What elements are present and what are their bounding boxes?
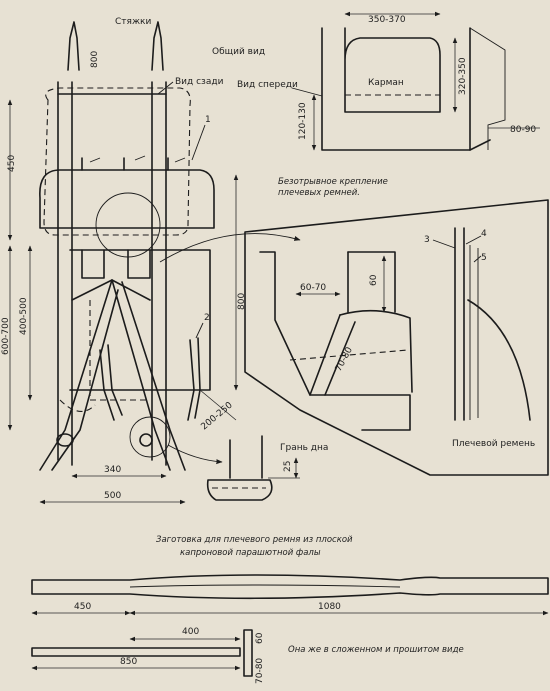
dim-600-700: 600-700 (1, 317, 11, 355)
callout-3: 3 (424, 235, 430, 245)
caption-zagotovka-line2: капроновой парашютной фалы (180, 548, 321, 558)
callout-4: 4 (481, 229, 487, 239)
label-styazhki: Стяжки (115, 17, 151, 27)
dim-60-70: 60-70 (300, 283, 326, 293)
dim-80-90: 80-90 (510, 125, 536, 135)
label-gran-dna: Грань дна (280, 443, 328, 453)
dim-340: 340 (104, 465, 121, 475)
caption-zagotovka-line1: Заготовка для плечевого ремня из плоской (156, 535, 353, 545)
dim-400-500: 400-500 (19, 297, 29, 335)
callout-5: 5 (481, 253, 487, 263)
dim-500: 500 (104, 491, 121, 501)
dim-1080: 1080 (318, 602, 341, 612)
dim-450-left: 450 (7, 155, 17, 172)
dim-25: 25 (283, 461, 293, 472)
caption-kreplenie-line2: плечевых ремней. (278, 188, 360, 198)
dim-120-130: 120-130 (298, 102, 308, 140)
label-vid-szadi: Вид сзади (175, 77, 224, 87)
ties-drawing: Стяжки 800 (67, 17, 164, 71)
dim-400-strap: 400 (182, 627, 199, 637)
dim-450-strap: 450 (74, 602, 91, 612)
attachment-detail: 3 4 5 60-70 60 70-80 Плечевой ремень (244, 199, 549, 476)
frame-drawing (39, 81, 215, 471)
dim-320-350: 320-350 (458, 57, 468, 95)
dim-60-top: 60 (369, 274, 379, 286)
dim-70-80-strap: 70-80 (255, 658, 265, 684)
dim-850: 850 (120, 657, 137, 667)
dim-800-top: 800 (90, 51, 100, 68)
dim-200-250: 200-250 (200, 400, 235, 432)
caption-slozhennom: Она же в сложенном и прошитом виде (288, 645, 464, 655)
label-obshchiy-vid: Общий вид (212, 47, 265, 57)
dim-800-mid: 800 (237, 293, 247, 310)
strap-blank-drawing: 450 1080 400 850 60 70-80 (31, 574, 549, 684)
label-vid-speredi: Вид спереди (237, 80, 298, 90)
pocket-drawing: Карман 350-370 320-350 120-130 80-90 (298, 11, 540, 151)
dim-70-80: 70-80 (334, 345, 355, 373)
dim-350-370: 350-370 (368, 15, 406, 25)
callout-2: 2 (204, 313, 210, 323)
callout-1: 1 (205, 115, 211, 125)
label-plechevoy-remen: Плечевой ремень (452, 439, 535, 449)
bottom-edge-detail: Грань дна 25 (206, 435, 328, 501)
caption-kreplenie-line1: Безотрывное крепление (278, 177, 388, 187)
label-karman: Карман (368, 78, 404, 88)
dim-60-strap: 60 (255, 632, 265, 644)
